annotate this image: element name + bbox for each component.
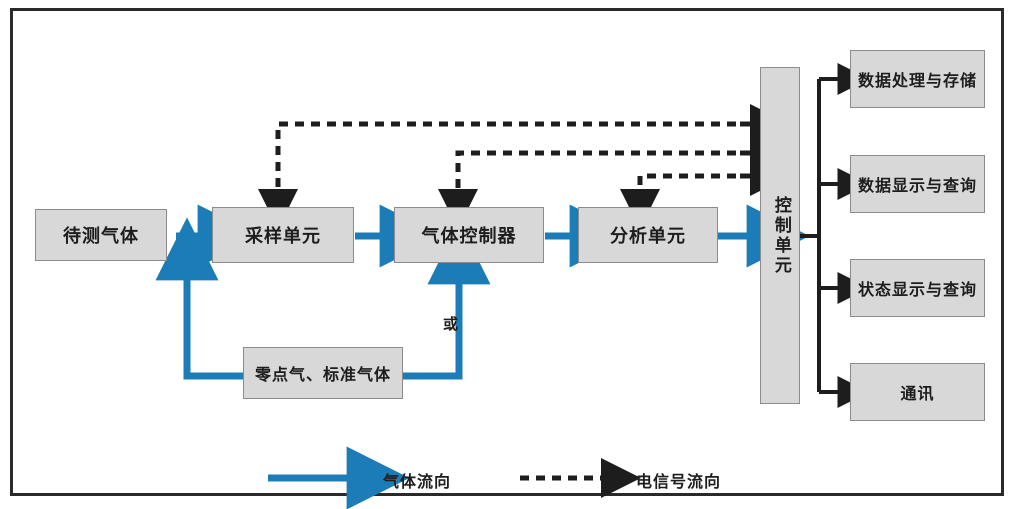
signal-control-to-sampling: [258, 121, 752, 230]
node-control-unit[interactable]: 控制单元: [760, 67, 800, 404]
arrow-refgas-to-controller: [402, 221, 491, 380]
gas-flow-connectors: [155, 204, 810, 380]
arrow-refgas-to-sampling: [155, 217, 247, 380]
signal-control-to-controller: [438, 150, 752, 230]
node-data-display-label: 数据显示与查询: [857, 176, 977, 195]
node-status-display-label: 状态显示与查询: [857, 280, 977, 299]
node-reference-gas[interactable]: 零点气、标准气体: [243, 347, 403, 399]
node-analysis-unit-label: 分析单元: [610, 226, 686, 247]
node-communication[interactable]: 通讯: [850, 363, 985, 421]
signal-flow-connectors: [258, 121, 752, 230]
node-gas-controller[interactable]: 气体控制器: [394, 207, 544, 263]
node-reference-gas-label: 零点气、标准气体: [254, 365, 391, 384]
legend-signal-flow-label: 电信号流向: [636, 472, 722, 491]
node-sampling-unit-label: 采样单元: [245, 226, 321, 247]
node-communication-label: 通讯: [900, 384, 935, 403]
or-label: 或: [443, 315, 459, 333]
node-data-processing-label: 数据处理与存储: [857, 71, 977, 90]
node-status-display[interactable]: 状态显示与查询: [850, 259, 985, 317]
node-analysis-unit[interactable]: 分析单元: [578, 207, 718, 263]
node-control-unit-label: 控制单元: [770, 195, 791, 276]
signal-into-control-arrowheads: [740, 104, 791, 196]
legend-gas-flow-label: 气体流向: [383, 472, 452, 491]
control-output-bracket: [800, 63, 870, 408]
node-sampling-unit[interactable]: 采样单元: [212, 207, 354, 263]
node-gas-controller-label: 气体控制器: [421, 226, 517, 247]
node-data-processing[interactable]: 数据处理与存储: [850, 50, 985, 108]
node-sample-gas[interactable]: 待测气体: [35, 209, 167, 261]
node-sample-gas-label: 待测气体: [63, 226, 139, 247]
node-data-display[interactable]: 数据显示与查询: [850, 155, 985, 213]
signal-control-to-analysis: [620, 173, 752, 230]
